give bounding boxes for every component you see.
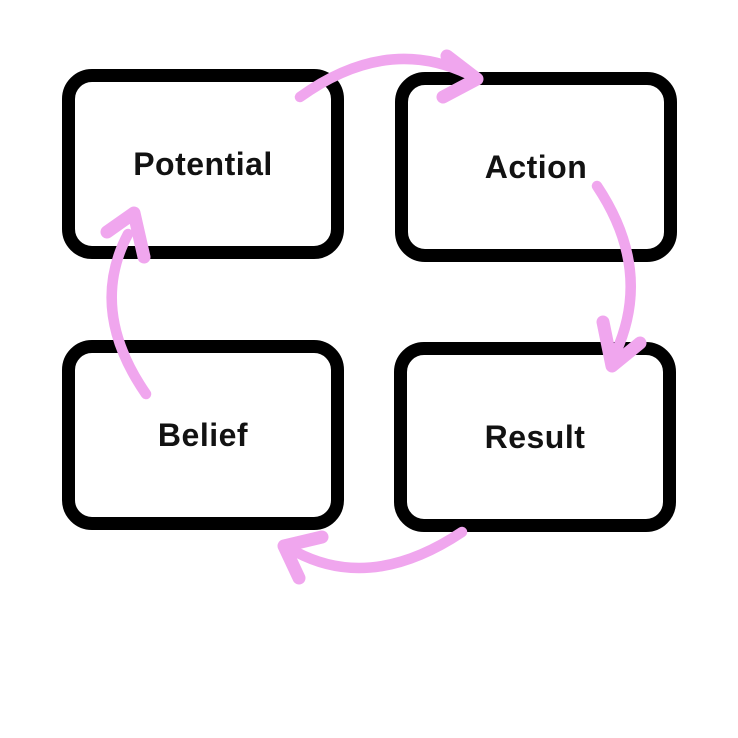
box-potential-label: Potential (133, 145, 273, 182)
arrow-result-to-belief-line (290, 526, 468, 574)
box-action: Action (395, 72, 677, 262)
box-result-label: Result (484, 418, 586, 455)
arrow-result-to-belief-arrowhead-icon (277, 530, 329, 585)
box-belief-label: Belief (157, 416, 249, 453)
arrow-result-to-belief (277, 526, 468, 585)
box-result: Result (394, 342, 676, 532)
box-action-label: Action (484, 148, 588, 185)
box-potential: Potential (62, 69, 344, 259)
box-belief: Belief (62, 340, 344, 530)
